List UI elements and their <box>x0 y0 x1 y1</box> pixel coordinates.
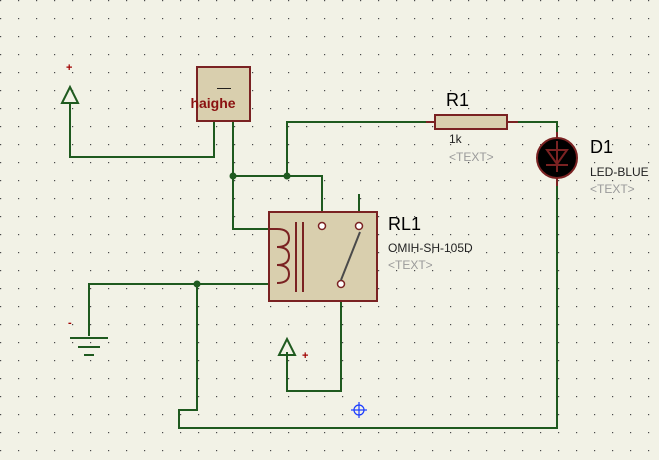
wire-node-to-contact[interactable] <box>233 175 323 222</box>
relay-ref: RL1 <box>388 214 421 234</box>
relay-coil-icon <box>269 222 304 292</box>
switch-component[interactable]: — haighe <box>190 66 251 122</box>
relay-value: OMIH-SH-105D <box>388 241 473 255</box>
led-value: LED-BLUE <box>590 165 649 179</box>
led-text: <TEXT> <box>590 182 635 196</box>
wire-ground-to-coil[interactable] <box>88 283 269 336</box>
wire-coil-top[interactable] <box>232 176 269 230</box>
ground-minus-label: - <box>68 317 72 329</box>
power-plus-label-2: + <box>302 350 308 362</box>
wire-led-return[interactable] <box>178 178 558 429</box>
resistor-value: 1k <box>449 132 463 146</box>
junction-dot <box>283 172 291 180</box>
resistor-text: <TEXT> <box>449 150 494 164</box>
relay-switch-arm <box>340 231 361 281</box>
power-plus-label: + <box>66 62 72 74</box>
cursor-crosshair-icon <box>351 402 367 418</box>
relay-text: <TEXT> <box>388 258 433 272</box>
led-d1[interactable]: D1 LED-BLUE <TEXT> <box>536 132 649 196</box>
junction-dot <box>193 280 201 288</box>
switch-label: haighe <box>190 95 235 111</box>
wire-relay-to-source[interactable] <box>286 287 342 392</box>
power-terminal-icon[interactable]: + <box>60 62 80 104</box>
ground-terminal-icon[interactable]: - <box>68 317 108 356</box>
junction-dot <box>229 172 237 180</box>
resistor-r1[interactable]: R1 1k <TEXT> <box>426 90 518 164</box>
wire-power-to-switch[interactable] <box>69 103 215 158</box>
resistor-ref: R1 <box>446 90 469 110</box>
power-terminal-icon[interactable]: + <box>277 336 308 362</box>
switch-symbol: — <box>217 79 231 95</box>
wire-to-resistor[interactable] <box>286 121 435 176</box>
wires <box>69 103 558 429</box>
relay-rl1[interactable]: RL1 OMIH-SH-105D <TEXT> <box>268 211 473 302</box>
led-ref: D1 <box>590 137 613 157</box>
